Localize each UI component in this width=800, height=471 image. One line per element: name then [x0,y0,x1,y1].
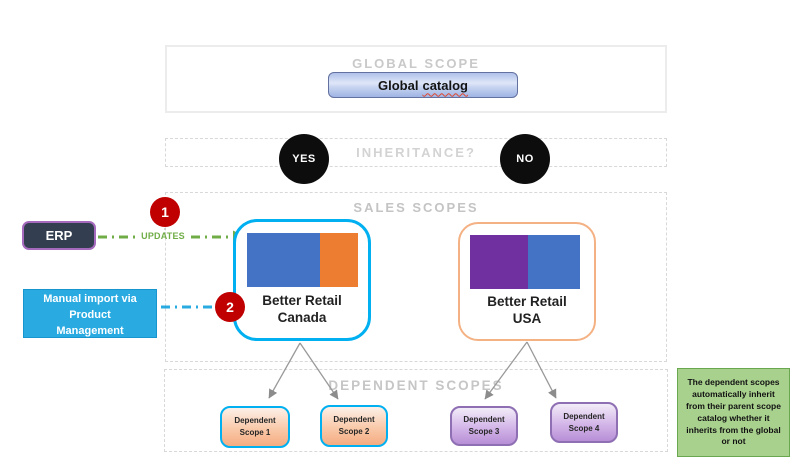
canada-blue-bar [247,233,320,287]
global-catalog-button[interactable]: Global catalog [328,72,518,98]
dependent-scopes-title: DEPENDENT SCOPES [328,378,504,393]
inheritance-title: INHERITANCE? [356,145,476,160]
inheritance-note-box[interactable]: The dependent scopes automatically inher… [677,368,790,457]
usa-blue-bar [528,235,580,289]
better-retail-canada-card[interactable]: Better Retail Canada [233,219,371,341]
global-catalog-label-word2: catalog [422,77,468,93]
global-scope-section: GLOBAL SCOPE [165,45,667,113]
usa-purple-bar [470,235,528,289]
dependent-scope-3-box[interactable]: Dependent Scope 3 [450,406,518,446]
step-1-badge[interactable]: 1 [150,197,180,227]
manual-import-box[interactable]: Manual import via Product Management [23,289,157,338]
inheritance-yes-circle[interactable]: YES [279,134,329,184]
dependent-scope-2-box[interactable]: Dependent Scope 2 [320,405,388,447]
global-scope-title: GLOBAL SCOPE [352,56,480,71]
usa-card-label: Better Retail USA [487,293,567,327]
dependent-scope-4-box[interactable]: Dependent Scope 4 [550,402,618,443]
erp-box[interactable]: ERP [22,221,96,250]
inheritance-no-circle[interactable]: NO [500,134,550,184]
canada-card-label: Better Retail Canada [262,292,342,326]
updates-label: UPDATES [141,231,185,241]
step-2-badge[interactable]: 2 [215,292,245,322]
canada-orange-bar [320,233,358,287]
dependent-scope-1-box[interactable]: Dependent Scope 1 [220,406,290,448]
inheritance-section: INHERITANCE? [165,138,667,167]
sales-scopes-title: SALES SCOPES [353,200,479,215]
better-retail-usa-card[interactable]: Better Retail USA [458,222,596,341]
global-catalog-label-word1: Global [378,77,419,93]
